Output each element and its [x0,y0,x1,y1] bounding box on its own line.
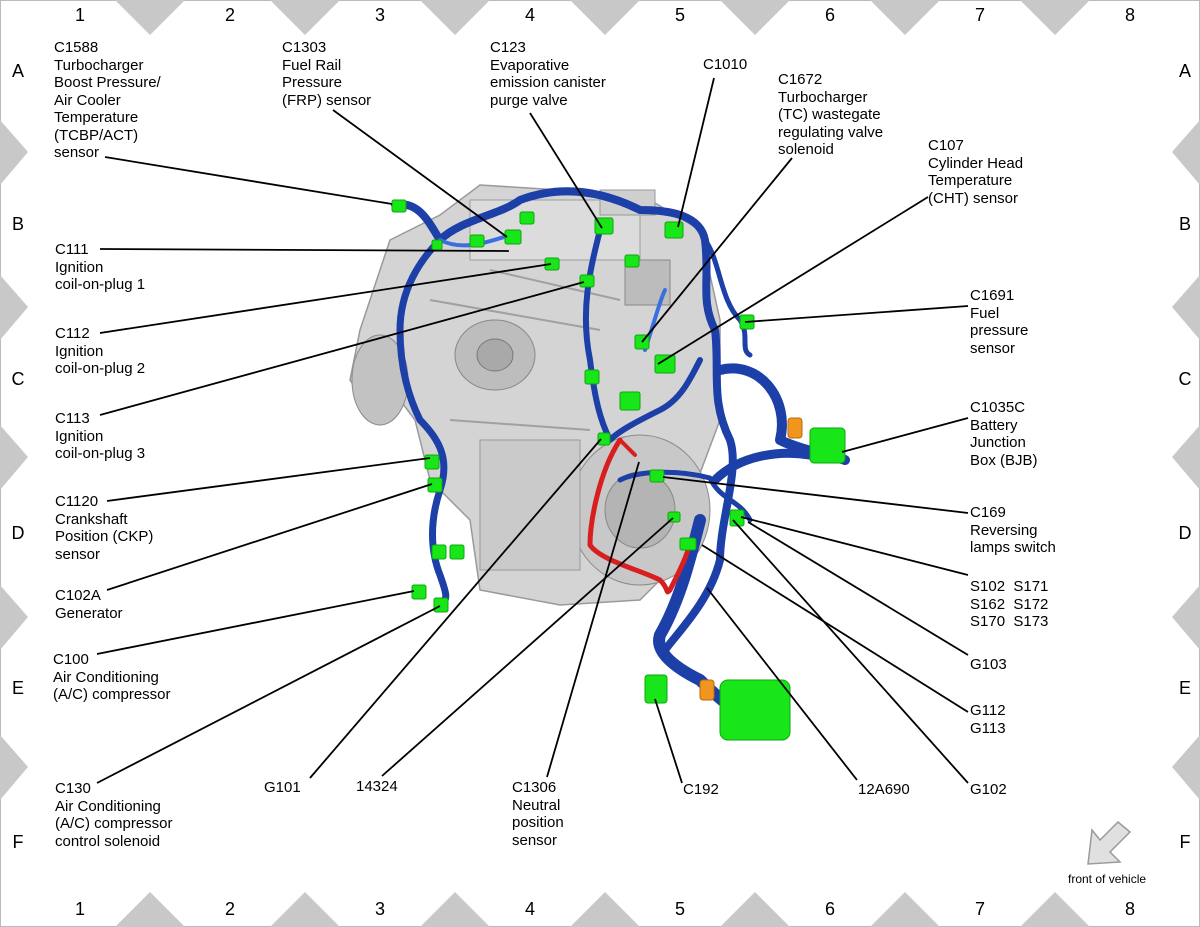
label-c192: C192 [683,781,719,798]
grid-row-left-E: E [11,678,24,698]
label-c112: C112 Ignition coil-on-plug 2 [55,325,146,377]
grid-col-top-5: 5 [674,5,685,25]
grid-row-right-E: E [1178,678,1191,698]
grid-row-right-C: C [1178,369,1192,389]
label-c123: C123 Evaporative emission canister purge… [490,39,606,109]
grid-row-right-D: D [1178,523,1192,543]
label-c113: C113 Ignition coil-on-plug 3 [55,410,146,462]
grid-row-right-A: A [1178,61,1191,81]
label-c1672: C1672 Turbocharger (TC) wastegate regula… [778,71,884,158]
label-12a690: 12A690 [858,781,910,798]
grid-col-bottom-6: 6 [824,899,835,919]
grid-col-top-8: 8 [1124,5,1135,25]
grid-col-top-2: 2 [224,5,235,25]
grid-col-bottom-5: 5 [674,899,685,919]
label-c111: C111 Ignition coil-on-plug 1 [55,241,146,293]
label-c100: C100 Air Conditioning (A/C) compressor [53,651,171,703]
label-g103: G103 [970,656,1007,673]
grid-col-bottom-4: 4 [524,899,535,919]
label-g102: G102 [970,781,1007,798]
grid-col-bottom-2: 2 [224,899,235,919]
grid-col-top-6: 6 [824,5,835,25]
label-14324: 14324 [356,778,398,795]
label-g112-g113: G112 G113 [970,702,1006,737]
grid-col-bottom-8: 8 [1124,899,1135,919]
label-g101: G101 [264,779,301,796]
label-c1010: C1010 [703,56,748,73]
front-of-vehicle-arrow-icon [1087,820,1132,865]
grid-col-top-7: 7 [974,5,985,25]
label-splices: S102 S171 S162 S172 S170 S173 [970,578,1049,630]
leader-lines [96,77,969,784]
orange-parts [699,417,803,701]
engine-illustration [349,184,721,606]
front-of-vehicle-label: front of vehicle [1068,872,1147,886]
label-c102a: C102A Generator [55,587,123,622]
grid-row-left-A: A [11,61,24,81]
grid-row-left-C: C [11,369,25,389]
grid-col-bottom-1: 1 [74,899,85,919]
label-c130: C130 Air Conditioning (A/C) compressor c… [55,780,173,850]
grid-col-top-4: 4 [524,5,535,25]
grid-col-top-1: 1 [74,5,85,25]
grid-col-bottom-3: 3 [374,899,385,919]
connectors [391,199,846,741]
label-c107: C107 Cylinder Head Temperature (CHT) sen… [928,137,1024,207]
grid-col-top-3: 3 [374,5,385,25]
label-c1306: C1306 Neutral position sensor [512,779,564,849]
label-c1588: C1588 Turbocharger Boost Pressure/ Air C… [54,39,161,161]
grid-row-right-B: B [1178,214,1191,234]
grid-col-bottom-7: 7 [974,899,985,919]
label-c169: C169 Reversing lamps switch [970,504,1056,556]
grid-row-left-D: D [11,523,25,543]
label-c1303: C1303 Fuel Rail Pressure (FRP) sensor [282,39,372,109]
label-c1691: C1691 Fuel pressure sensor [970,287,1029,357]
grid-row-left-F: F [12,832,24,852]
grid-row-left-B: B [11,214,24,234]
grid-row-right-F: F [1179,832,1191,852]
label-c1120: C1120 Crankshaft Position (CKP) sensor [55,493,154,563]
label-c1035c: C1035C Battery Junction Box (BJB) [970,399,1038,469]
